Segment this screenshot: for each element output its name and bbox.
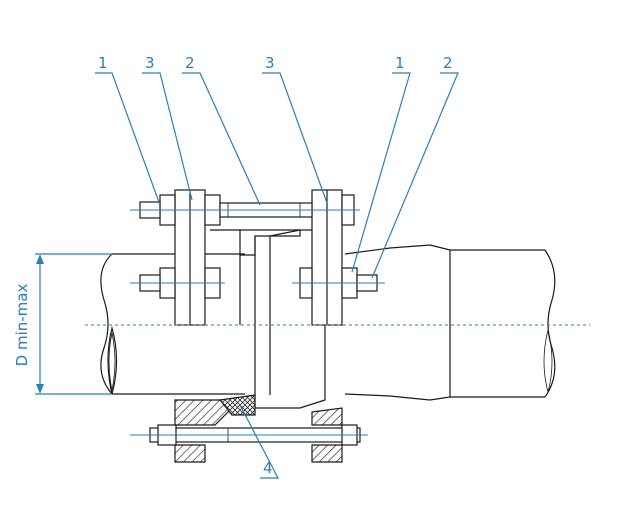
label-1-right: 1 (395, 54, 405, 72)
label-2-left: 2 (185, 54, 195, 72)
label-2-right: 2 (443, 54, 453, 72)
diameter-dimension: D min-max (13, 253, 112, 395)
label-3-right: 3 (265, 54, 275, 72)
right-flange (299, 189, 378, 326)
dimension-label: D min-max (13, 284, 31, 367)
coupling-body (210, 229, 326, 409)
label-4-gasket: 4 (263, 459, 273, 477)
label-3-left: 3 (145, 54, 155, 72)
bottom-flange-section (149, 394, 361, 463)
leader-lines (95, 72, 459, 479)
gasket-seal (218, 394, 256, 416)
label-1-left: 1 (98, 54, 108, 72)
right-pipe (344, 244, 556, 401)
